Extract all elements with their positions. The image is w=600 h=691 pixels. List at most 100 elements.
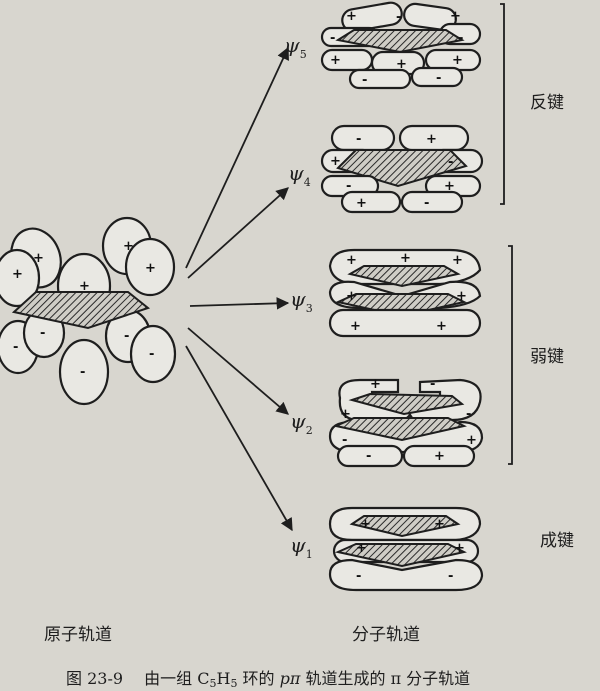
- sign-minus: -: [149, 347, 154, 362]
- sign-minus: -: [448, 155, 453, 170]
- sign-plus: +: [350, 319, 361, 334]
- mo-lobe: [340, 190, 402, 214]
- p-lobe-top: [0, 248, 41, 308]
- mo-lobe: [348, 68, 412, 90]
- sign-plus: +: [340, 407, 351, 422]
- sign-plus: +: [426, 132, 437, 147]
- mo-ring: [349, 515, 461, 538]
- sign-minus: -: [342, 433, 347, 448]
- sign-plus: +: [346, 9, 357, 24]
- mo-ring: [335, 29, 465, 54]
- p-lobe-top: [124, 237, 176, 297]
- sign-plus: +: [346, 253, 357, 268]
- mo-psi5-diagram: - + + - - + + + - -: [320, 1, 482, 90]
- sign-minus: -: [424, 196, 429, 211]
- mo-psi4-diagram: - + + - - + + -: [320, 124, 484, 214]
- sign-plus: +: [33, 251, 44, 266]
- sign-plus: +: [396, 57, 407, 72]
- sign-plus: +: [356, 541, 367, 556]
- sign-minus: -: [80, 365, 85, 380]
- sign-minus: -: [346, 179, 351, 194]
- mo-lobe: [410, 66, 464, 88]
- mo-psi2-diagram: + - + - - + - +: [328, 377, 484, 468]
- brackets: [500, 3, 513, 465]
- atomic-orbitals-label: 原子轨道: [44, 625, 112, 645]
- atomic-orbitals-cluster: + + + + + - - - - -: [0, 216, 177, 406]
- arrow-to-psi5: [185, 46, 289, 269]
- psi-2-label: ψ2: [290, 409, 313, 437]
- sign-minus: -: [366, 449, 371, 464]
- mo-lobe: [341, 1, 403, 33]
- sign-plus: +: [434, 449, 445, 464]
- psi-5-label: ψ5: [284, 33, 307, 61]
- psi-3-label: ψ3: [290, 287, 313, 315]
- arrow-to-psi4: [187, 187, 289, 279]
- p-lobe-bottom: [58, 338, 110, 406]
- sign-plus: +: [123, 239, 134, 254]
- c5-ring-atomic: [11, 291, 151, 330]
- sign-plus: +: [452, 253, 463, 268]
- sign-plus: +: [452, 53, 463, 68]
- sign-minus: -: [448, 569, 453, 584]
- sign-minus: -: [436, 71, 441, 86]
- sign-minus: -: [356, 132, 361, 147]
- sign-plus: +: [356, 196, 367, 211]
- mo-lobe: [400, 190, 464, 214]
- sign-plus: +: [434, 517, 445, 532]
- sign-minus: -: [356, 569, 361, 584]
- sign-plus: +: [346, 289, 357, 304]
- sign-plus: +: [436, 319, 447, 334]
- arrow-to-psi3: [189, 297, 290, 310]
- sign-minus: -: [330, 31, 335, 46]
- mo-lobe: [403, 2, 457, 32]
- mo-lobe: [328, 308, 482, 338]
- sign-plus: +: [370, 377, 381, 392]
- arrow-to-psi1: [185, 345, 293, 532]
- figure-caption: 图 23-9 由一组 C5H5 环的 pπ 轨道生成的 π 分子轨道: [66, 669, 470, 690]
- sign-minus: -: [124, 329, 129, 344]
- mo-ring: [348, 392, 465, 416]
- sign-plus: +: [145, 261, 156, 276]
- sign-plus: +: [330, 154, 341, 169]
- sign-plus: +: [444, 179, 455, 194]
- sign-minus: -: [430, 377, 435, 392]
- sign-plus: +: [450, 9, 461, 24]
- weak-bonding-label: 弱键: [530, 347, 564, 367]
- sign-plus: +: [454, 541, 465, 556]
- weak-bonding-bracket: [508, 245, 513, 465]
- mo-ring: [334, 543, 467, 568]
- arrows: [185, 46, 293, 532]
- sign-plus: +: [330, 53, 341, 68]
- mo-lobe: [328, 558, 484, 592]
- mo-lobe: [336, 444, 404, 468]
- sign-plus: +: [400, 251, 411, 266]
- bonding-label: 成键: [540, 531, 574, 551]
- antibonding-bracket: [500, 3, 505, 205]
- sign-plus: +: [12, 267, 23, 282]
- sign-plus: +: [466, 433, 477, 448]
- sign-plus: +: [79, 279, 90, 294]
- sign-minus: -: [362, 73, 367, 88]
- figure-number: 图 23-9: [66, 669, 123, 688]
- sign-plus: +: [360, 517, 371, 532]
- mo-lobe: [330, 124, 396, 152]
- psi-1-label: ψ1: [290, 533, 313, 561]
- sign-minus: -: [13, 340, 18, 355]
- sign-minus: -: [466, 407, 471, 422]
- sign-plus: +: [456, 289, 467, 304]
- sign-minus: -: [40, 326, 45, 341]
- molecular-orbitals-label: 分子轨道: [352, 625, 420, 645]
- psi-labels: ψ5 ψ4 ψ3 ψ2 ψ1: [284, 33, 313, 561]
- psi-4-label: ψ4: [288, 161, 311, 189]
- arrow-to-psi2: [187, 327, 289, 415]
- antibonding-label: 反键: [530, 93, 564, 113]
- p-lobe-bottom: [129, 324, 177, 384]
- sign-minus: -: [396, 10, 401, 25]
- mo-psi1-diagram: + + + + - -: [328, 506, 484, 592]
- mo-ring: [332, 417, 467, 442]
- mo-psi3-diagram: + + + + + + +: [328, 248, 482, 338]
- sign-minus: -: [458, 31, 463, 46]
- mo-lobe: [402, 444, 476, 468]
